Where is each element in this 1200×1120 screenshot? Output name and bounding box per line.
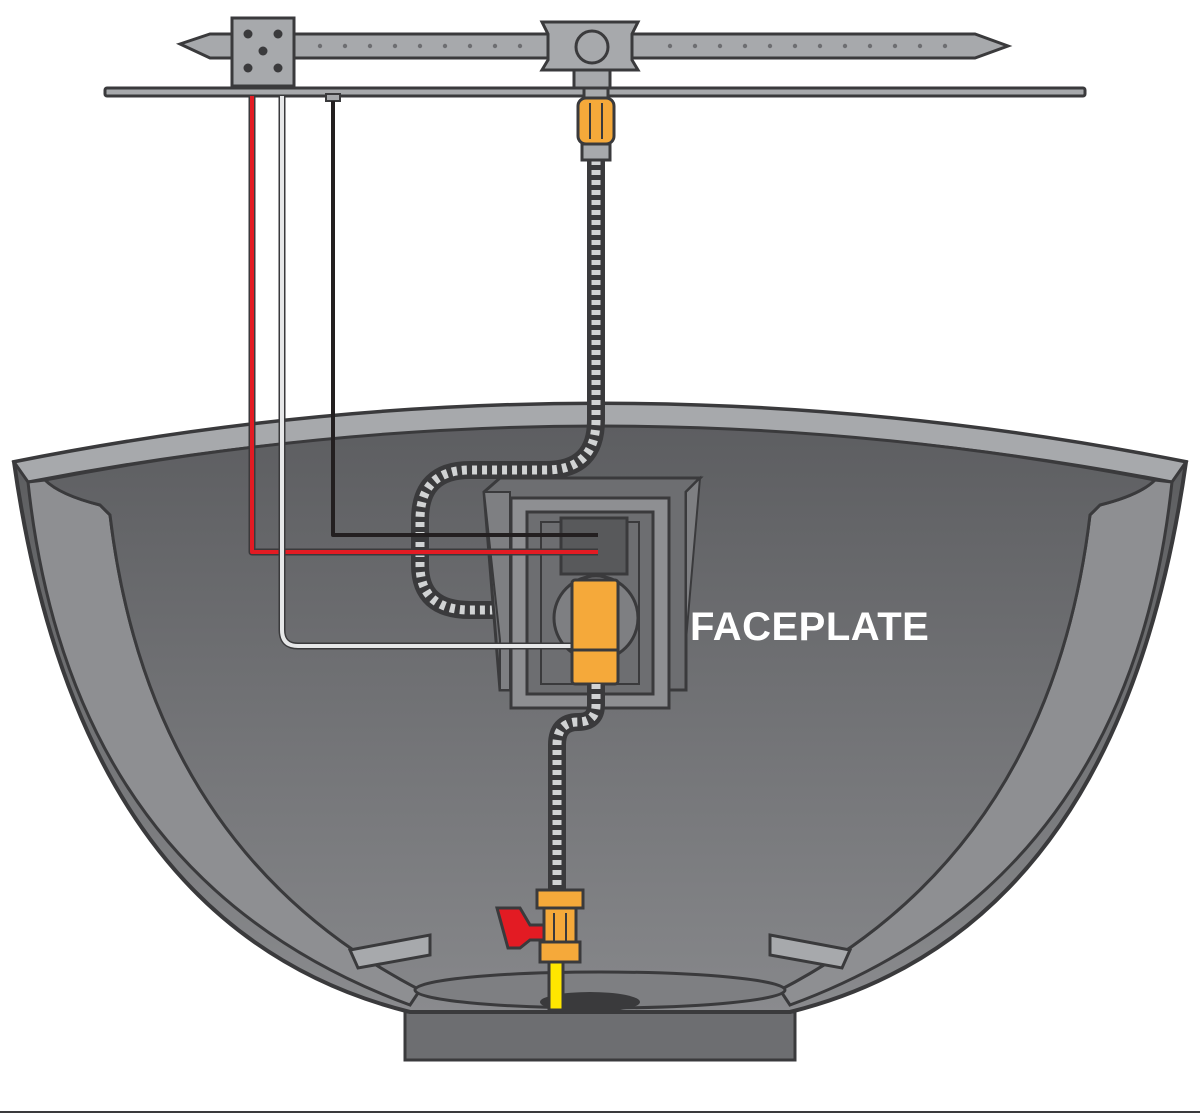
burner-hub-stem: [572, 68, 612, 90]
flex-gas-line-upper: [411, 160, 605, 619]
wires: [248, 96, 598, 650]
bowl-base: [403, 1010, 797, 1062]
shutoff-valve-icon: [495, 888, 585, 1012]
igniter-block-bolts: [243, 29, 283, 73]
gas-supply-line: [547, 958, 565, 1012]
black-wire-terminal: [325, 93, 341, 102]
faceplate-label: FACEPLATE: [690, 605, 929, 649]
burner-ports: [317, 43, 948, 49]
burner-assembly: [103, 16, 1087, 102]
faceplate-housing-side: [482, 491, 511, 691]
drain-hole: [540, 992, 640, 1012]
faceplate-housing-side-right: [685, 475, 702, 641]
burner-hub-inlet: [574, 29, 610, 65]
flex-gas-line-lower: [548, 684, 605, 890]
burner-brass-fitting: [576, 86, 616, 162]
wire-black: [331, 101, 598, 537]
faceplate-assembly: [482, 475, 704, 710]
floor-slot-right: [768, 933, 853, 970]
floor-slot-left: [347, 933, 432, 970]
ignition-module-icon: [559, 516, 629, 576]
control-valve: [570, 578, 620, 686]
